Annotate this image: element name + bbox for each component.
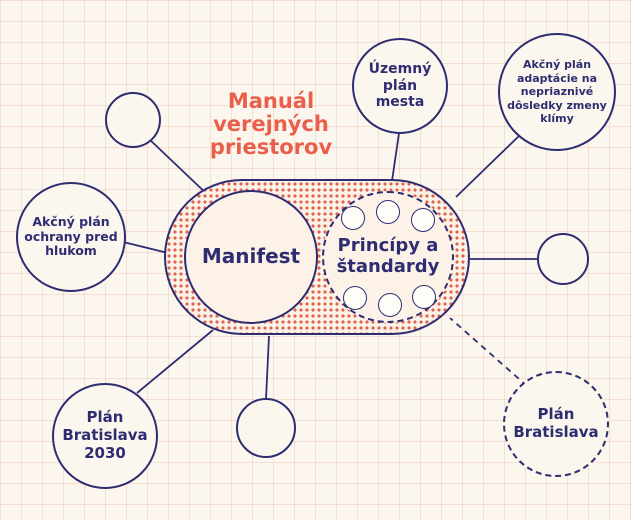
territorial-plan-node: Územný plán mesta — [352, 38, 448, 134]
dot-circle — [411, 208, 435, 232]
diagram-title: Manuál verejných priestorov — [209, 89, 333, 160]
plan-bratislava-2030-node: Plán Bratislava 2030 — [52, 383, 158, 489]
empty-node-bottommid — [236, 398, 296, 458]
dot-circle — [341, 206, 365, 230]
connector-noise — [122, 241, 169, 254]
dot-circle — [376, 200, 400, 224]
empty-node-topleft — [105, 92, 161, 148]
empty-node-right — [537, 233, 589, 285]
plan-bratislava-2030-label: Plán Bratislava 2030 — [62, 408, 148, 462]
connector-plan2030 — [136, 329, 214, 394]
territorial-plan-label: Územný plán mesta — [368, 61, 432, 111]
principles-label: Princípy a štandardy — [336, 235, 440, 277]
dot-circle — [343, 286, 367, 310]
connector-planba-dashed — [449, 317, 528, 387]
noise-plan-node: Akčný plán ochrany pred hlukom — [16, 182, 126, 292]
climate-adaptation-label: Akčný plán adaptácie na nepriaznivé dôsl… — [507, 58, 607, 126]
dot-circle — [378, 293, 402, 317]
connector-territorial — [391, 132, 400, 182]
connector-climate — [455, 133, 522, 198]
connector-topleft — [147, 137, 211, 198]
climate-adaptation-node: Akčný plán adaptácie na nepriaznivé dôsl… — [498, 33, 616, 151]
manifest-label: Manifest — [201, 244, 301, 269]
dot-circle — [412, 285, 436, 309]
plan-bratislava-node: Plán Bratislava — [503, 371, 609, 477]
connector-bottommid — [265, 335, 270, 400]
plan-bratislava-label: Plán Bratislava — [513, 405, 599, 441]
manifest-node: Manifest — [184, 190, 318, 324]
noise-plan-label: Akčný plán ochrany pred hlukom — [24, 213, 118, 259]
principles-node: Princípy a štandardy — [322, 191, 454, 323]
